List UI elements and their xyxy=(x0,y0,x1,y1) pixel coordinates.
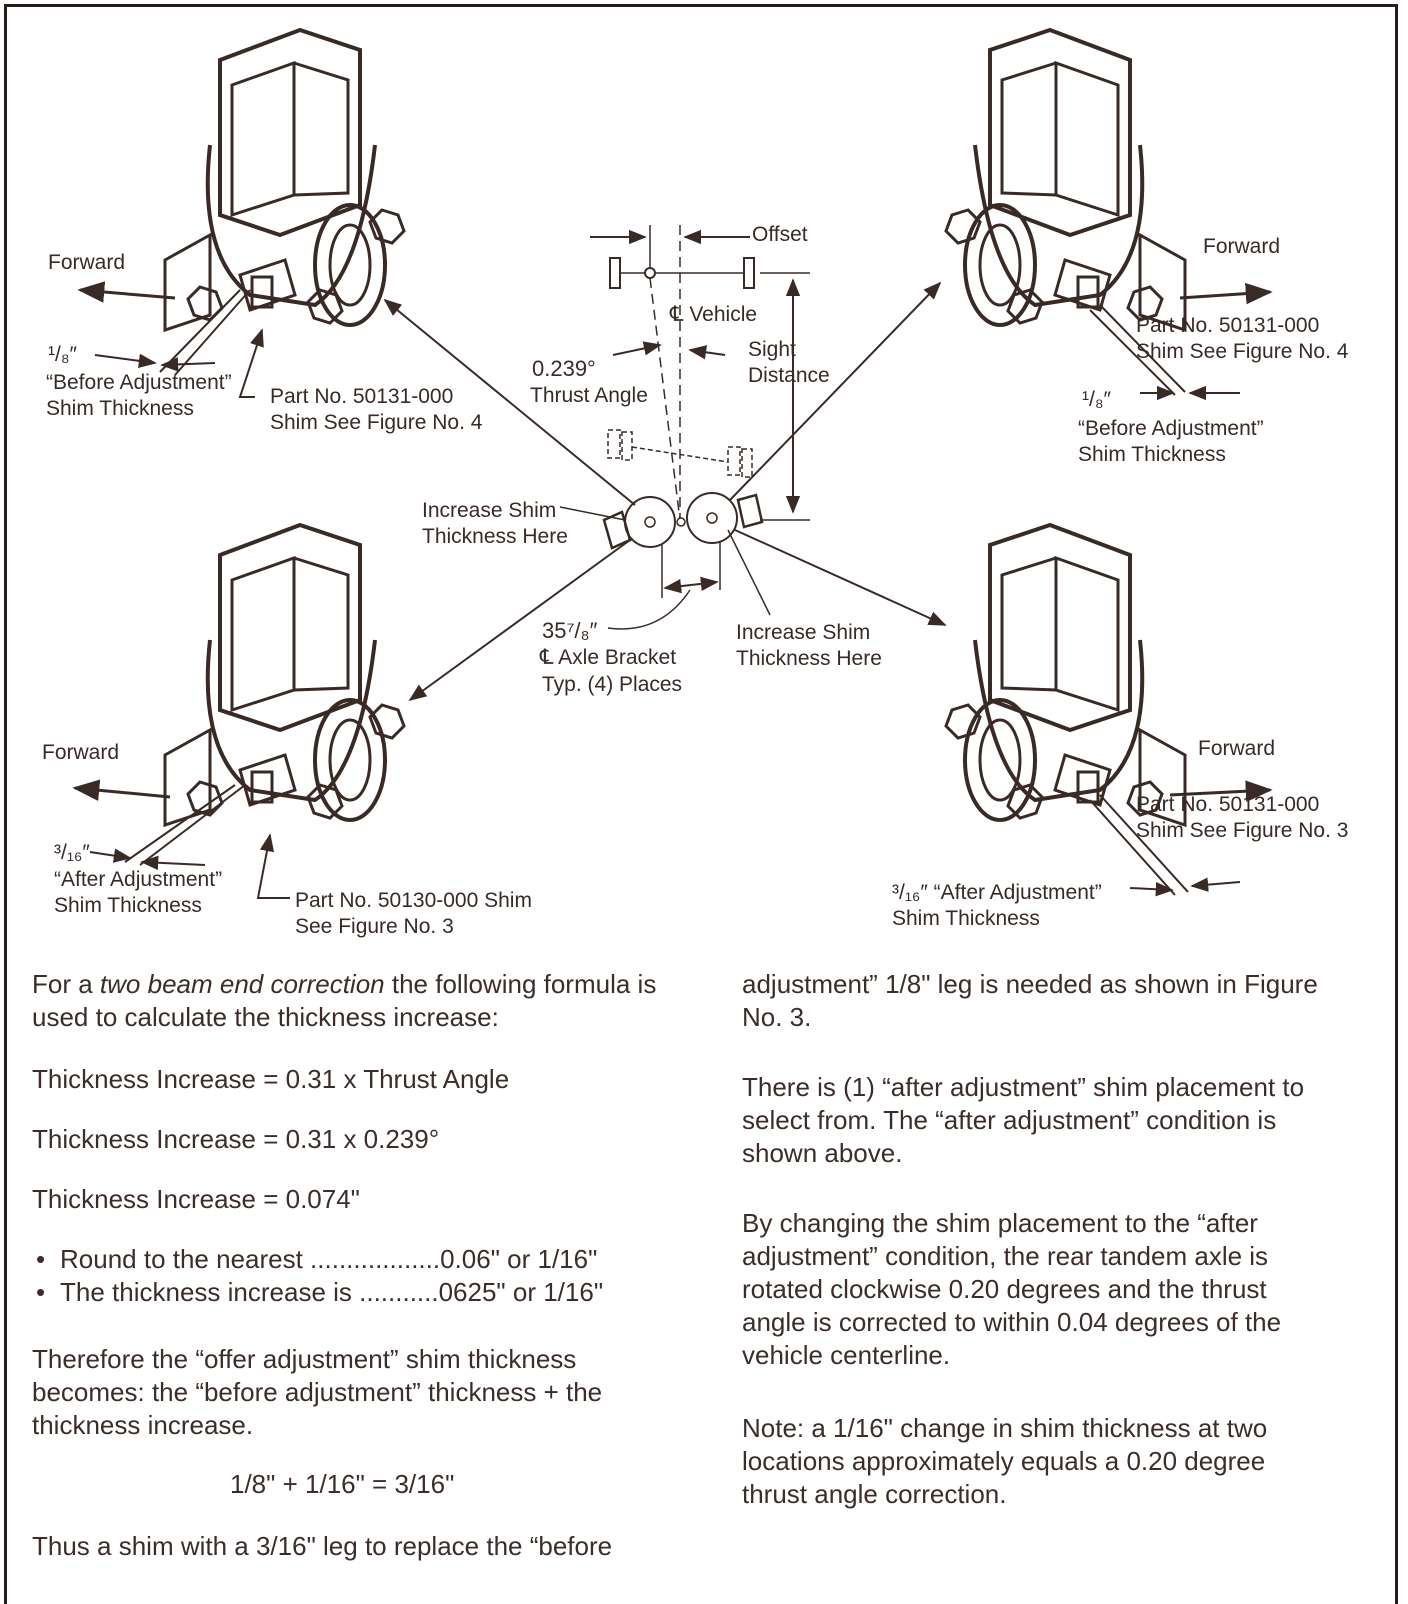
placement-paragraph: There is (1) “after adjustment” shim pla… xyxy=(742,1072,1305,1168)
bracket-bottom-right xyxy=(944,523,1273,897)
axle-alignment-diagram xyxy=(72,28,1273,899)
bracket-top-right xyxy=(944,28,1273,401)
forward-label-bottom-right: Forward xyxy=(1198,737,1276,760)
changing-paragraph: By changing the shim placement to the “a… xyxy=(742,1208,1282,1370)
equation-1: Thickness Increase = 0.31 x Thrust Angle xyxy=(32,1064,510,1094)
part-number-label-bottom-right: Part No. 50131-000 Shim See Figure No. 3 xyxy=(1136,793,1349,842)
thus-paragraph: Thus a shim with a 3/16" leg to replace … xyxy=(32,1531,613,1561)
note-paragraph: Note: a 1/16" change in shim thickness a… xyxy=(742,1413,1268,1509)
part-number-label-top-left: Part No. 50131-000 Shim See Figure No. 4 xyxy=(270,385,483,434)
part-number-label-top-right: Part No. 50131-000 Shim See Figure No. 4 xyxy=(1136,314,1349,363)
bracket-top-left xyxy=(77,28,406,398)
offset-label: Offset xyxy=(752,223,808,246)
part-number-label-bottom-left: Part No. 50130-000 Shim See Figure No. 3 xyxy=(295,889,532,938)
continued-paragraph: adjustment” 1/8" leg is needed as shown … xyxy=(742,969,1318,1032)
fraction-top-right: ¹/₈″ xyxy=(1082,388,1111,411)
forward-label-top-right: Forward xyxy=(1203,235,1281,258)
center-schematic xyxy=(383,225,947,702)
emphasis-two-beam-end-correction: two beam end correction xyxy=(99,969,385,999)
bracket-dimension: 35⁷/₈″ xyxy=(542,618,598,643)
after-adjustment-label-bottom-left: “After Adjustment” Shim Thickness xyxy=(54,868,223,917)
page-border xyxy=(4,4,1398,1604)
thrust-angle-label: Thrust Angle xyxy=(530,384,648,407)
fraction-bottom-left: ³/₁₆″ xyxy=(54,841,90,864)
therefore-paragraph: Therefore the “offer adjustment” shim th… xyxy=(32,1344,603,1440)
sum-equation: 1/8" + 1/16" = 3/16" xyxy=(230,1469,455,1499)
before-adjustment-label-top-left: “Before Adjustment” Shim Thickness xyxy=(46,371,232,420)
increase-shim-label-right: Increase Shim Thickness Here xyxy=(736,621,882,670)
sight-distance-label: Sight Distance xyxy=(748,338,830,387)
increase-shim-label-left: Increase Shim Thickness Here xyxy=(422,499,568,548)
axle-bracket-label: ℄ Axle Bracket xyxy=(540,646,677,669)
list-item: The thickness increase is ...........062… xyxy=(32,1276,692,1309)
rounding-list: Round to the nearest ..................0… xyxy=(32,1243,692,1309)
after-adjustment-label-bottom-right: ³/₁₆″ “After Adjustment” Shim Thickness xyxy=(892,881,1102,930)
vehicle-centerline-label: ℄ Vehicle xyxy=(670,303,758,326)
forward-label-bottom-left: Forward xyxy=(42,741,120,764)
fraction-top-left: ¹/₈″ xyxy=(48,343,77,366)
equation-3: Thickness Increase = 0.074" xyxy=(32,1184,360,1214)
bracket-bottom-left xyxy=(72,523,406,899)
before-adjustment-label-top-right: “Before Adjustment” Shim Thickness xyxy=(1078,417,1264,466)
equation-2: Thickness Increase = 0.31 x 0.239° xyxy=(32,1124,440,1154)
thrust-angle-value: 0.239° xyxy=(532,356,596,381)
list-item: Round to the nearest ..................0… xyxy=(32,1243,692,1276)
intro-paragraph: For a two beam end correction the follow… xyxy=(32,969,657,1032)
forward-label-top-left: Forward xyxy=(48,251,126,274)
typ-places-label: Typ. (4) Places xyxy=(542,673,683,696)
